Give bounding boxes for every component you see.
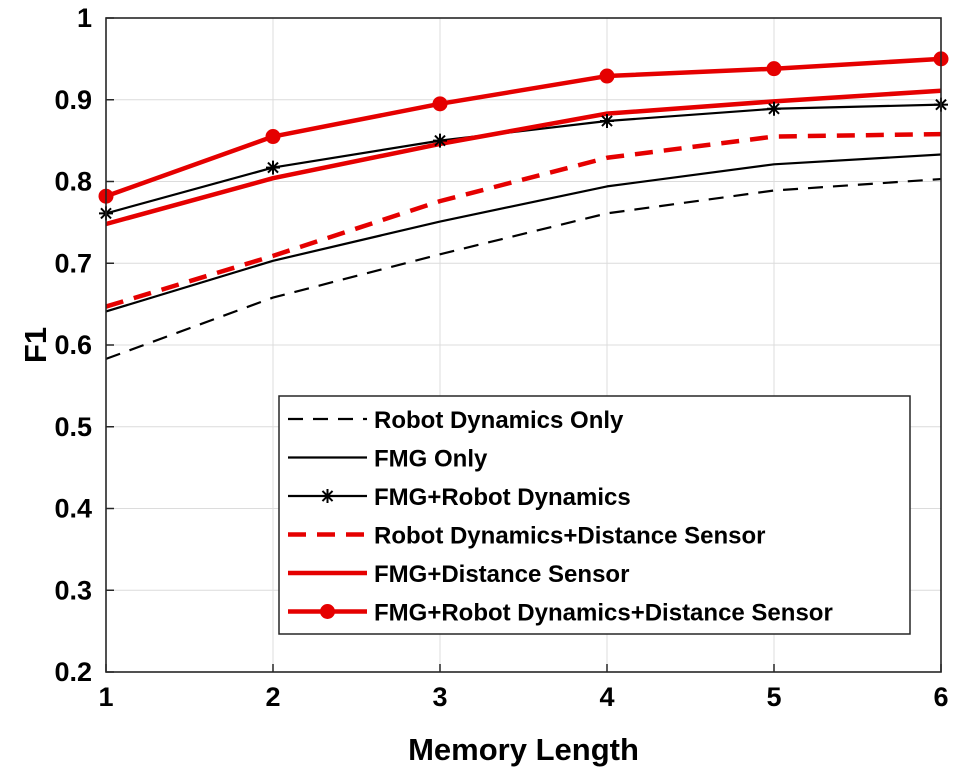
series-2-point [767, 101, 781, 116]
legend-box [278, 395, 911, 635]
x-axis-label: Memory Length [408, 732, 639, 767]
y-tick-label: 0.5 [54, 412, 92, 442]
y-tick-label: 0.4 [54, 494, 92, 524]
ticks: 1 2 3 4 5 6 0.2 0.3 0.4 0.5 0.6 0.7 0.8 0.9 1 [54, 3, 948, 712]
series-line-4 [105, 88, 942, 227]
x-tick-label: 1 [98, 682, 113, 712]
legend-marker-2 [320, 489, 335, 503]
series-5-point [432, 96, 448, 112]
legend-marker-5 [320, 604, 335, 619]
x-tick-label: 4 [599, 682, 614, 712]
series-layer [98, 51, 949, 360]
legend-label-3: Robot Dynamics+Distance Sensor [374, 523, 765, 550]
x-tick-label: 5 [766, 682, 781, 712]
y-tick-label: 0.8 [54, 167, 92, 197]
series-line-3 [105, 131, 942, 309]
legend-label-5: FMG+Robot Dynamics+Distance Sensor [374, 600, 833, 627]
legend-label-1: FMG Only [374, 446, 488, 473]
y-axis-label: F1 [18, 327, 53, 363]
series-2-point [433, 133, 447, 148]
legend-label-0: Robot Dynamics Only [374, 407, 624, 434]
legend-label-2: FMG+Robot Dynamics [374, 484, 631, 511]
series-line-0 [105, 177, 942, 360]
series-5-point [265, 129, 281, 145]
series-2-point [600, 114, 614, 129]
y-tick-label: 0.3 [54, 575, 92, 605]
series-line-1 [105, 153, 942, 313]
x-tick-label: 6 [933, 682, 948, 712]
y-tick-label: 0.9 [54, 85, 92, 115]
x-tick-label: 2 [265, 682, 280, 712]
x-tick-label: 3 [432, 682, 447, 712]
series-5-point [599, 68, 615, 84]
series-5-point [766, 61, 782, 77]
series-line-5 [105, 56, 942, 199]
y-tick-label: 1 [77, 3, 92, 33]
y-tick-label: 0.7 [54, 248, 92, 278]
legend-label-4: FMG+Distance Sensor [374, 561, 629, 588]
y-tick-label: 0.6 [54, 330, 92, 360]
series-2-point [266, 160, 280, 175]
y-tick-label: 0.2 [54, 657, 92, 687]
